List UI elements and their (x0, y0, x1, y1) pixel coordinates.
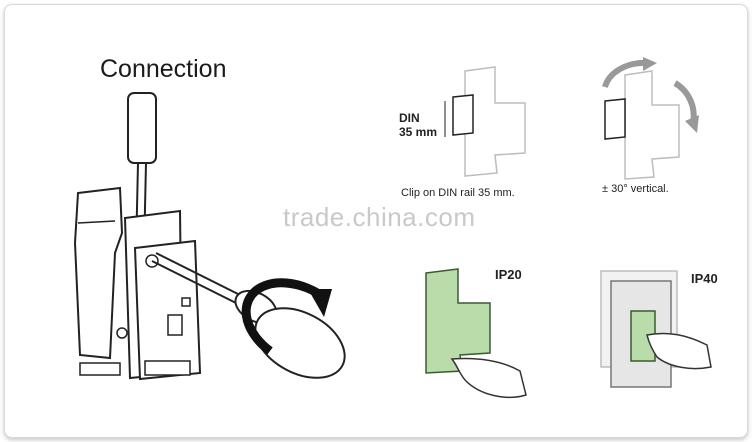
ip20-illustration (425, 268, 527, 399)
watermark: trade.china.com (283, 202, 476, 232)
din-caption: Clip on DIN rail 35 mm. (401, 187, 515, 199)
din-label-line1: DIN (399, 111, 420, 125)
connection-illustration (73, 92, 346, 381)
ip20-label: IP20 (495, 267, 522, 282)
ip40-label: IP40 (691, 271, 718, 286)
diagram-frame: Connection DIN 35 mm Clip on (4, 4, 748, 438)
ip40-illustration (600, 270, 712, 388)
din-label-line2: 35 mm (399, 125, 438, 139)
vertical-mounting-illustration (602, 57, 699, 180)
page-title: Connection (100, 55, 227, 83)
din-label: DIN 35 mm (399, 111, 437, 139)
vertical-caption: ± 30° vertical. (602, 183, 669, 195)
din-rail-illustration (444, 66, 526, 177)
